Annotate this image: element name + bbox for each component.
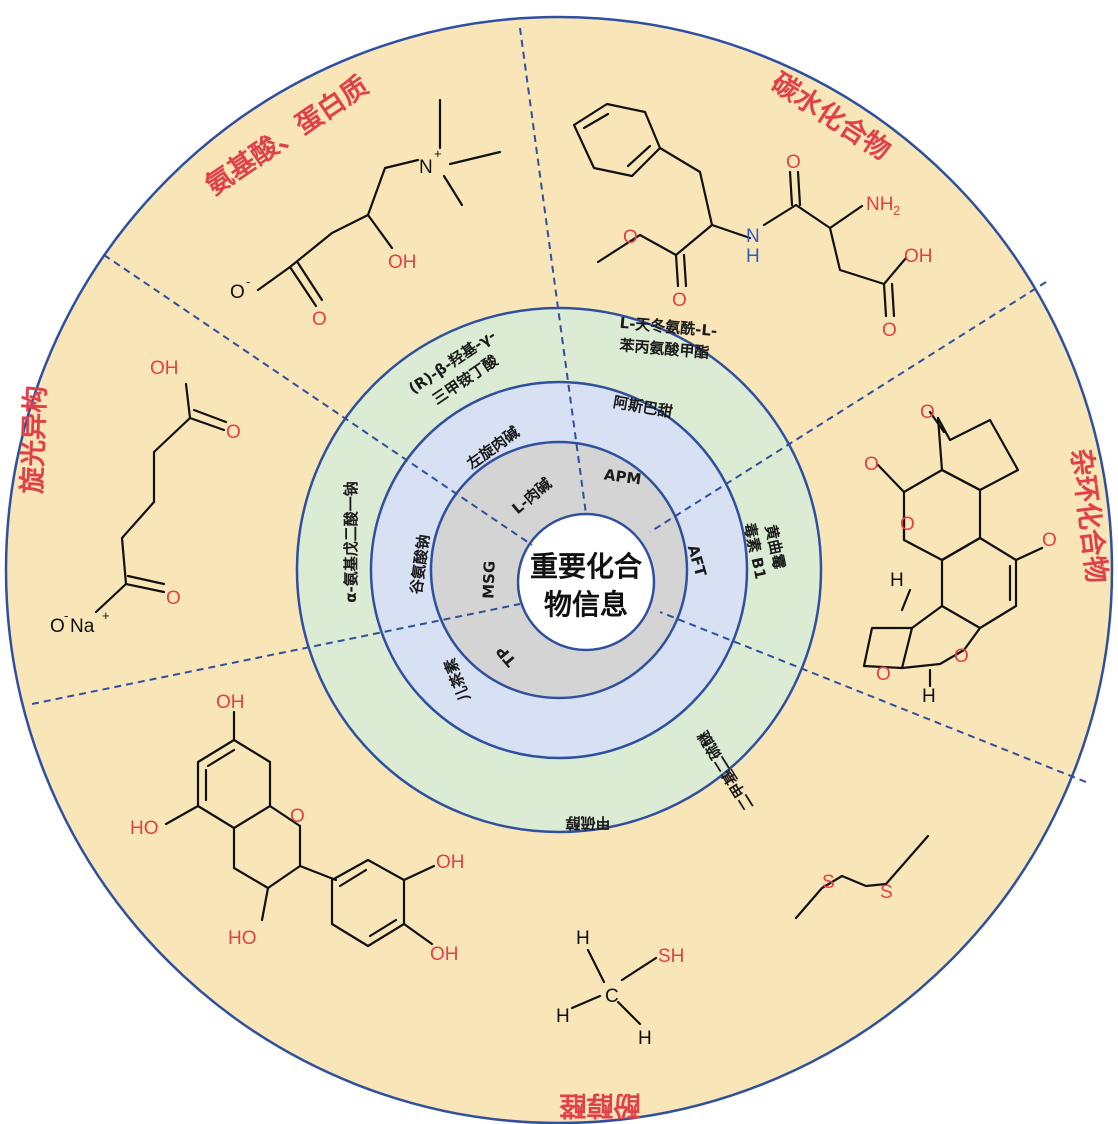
svg-text:OH: OH xyxy=(904,246,933,267)
svg-text:O: O xyxy=(920,402,935,423)
svg-text:SH: SH xyxy=(658,946,684,967)
svg-text:O: O xyxy=(876,664,891,685)
svg-text:O: O xyxy=(50,616,65,637)
svg-text:H: H xyxy=(556,1006,570,1027)
svg-text:OH: OH xyxy=(430,944,459,965)
structure-aflatoxin: O O O O H O O H xyxy=(862,402,1057,707)
fullname-methanethiol: 甲硫醇 xyxy=(565,814,610,832)
divider-line xyxy=(649,281,1047,533)
svg-text:O: O xyxy=(954,646,969,667)
svg-text:OH: OH xyxy=(150,358,179,379)
category-optical-isomer: 旋光异构 xyxy=(17,385,52,494)
structure-msg: OH O O O - Na + xyxy=(50,358,241,637)
structure-dimethyl-disulfide: S S xyxy=(794,834,930,920)
divider-line xyxy=(519,27,587,515)
structure-carnitine: O - O OH N + xyxy=(230,98,502,330)
svg-text:O: O xyxy=(226,422,241,443)
divider-line xyxy=(659,611,1087,783)
svg-text:O: O xyxy=(882,320,897,341)
svg-text:HO: HO xyxy=(228,928,257,949)
svg-text:HO: HO xyxy=(130,818,159,839)
svg-text:-: - xyxy=(246,274,250,289)
svg-text:O: O xyxy=(166,588,181,609)
svg-text:2: 2 xyxy=(893,203,900,218)
svg-text:H: H xyxy=(576,928,590,949)
divider-line xyxy=(103,254,533,546)
center-title-line1: 重要化合 xyxy=(530,550,643,583)
center-title-line2: 物信息 xyxy=(544,588,628,621)
abbr-aspartame: APM xyxy=(603,466,643,489)
abbr-msg: MSG xyxy=(479,560,498,599)
svg-text:S: S xyxy=(822,872,835,893)
structure-catechin: OH HO O HO OH OH xyxy=(130,692,465,965)
svg-text:O: O xyxy=(230,282,245,303)
svg-text:+: + xyxy=(102,608,110,623)
svg-text:O: O xyxy=(672,290,687,311)
svg-text:N: N xyxy=(746,226,760,247)
svg-text:O: O xyxy=(1042,530,1057,551)
svg-text:O: O xyxy=(864,454,879,475)
svg-text:O: O xyxy=(623,227,638,248)
svg-text:H: H xyxy=(638,1028,652,1049)
svg-text:OH: OH xyxy=(436,852,465,873)
svg-text:O: O xyxy=(290,806,305,827)
svg-text:Na: Na xyxy=(70,616,95,637)
svg-text:N: N xyxy=(419,157,433,178)
fullname-msg: α-氨基戊二酸一钠 xyxy=(342,481,360,603)
svg-text:H: H xyxy=(922,686,936,707)
category-phenol-alcohol-aldehyde: 酚醇醛 xyxy=(559,1089,641,1121)
svg-text:OH: OH xyxy=(388,252,417,273)
svg-text:+: + xyxy=(434,146,442,161)
svg-text:O: O xyxy=(786,152,801,173)
svg-text:OH: OH xyxy=(216,692,245,713)
center-disc xyxy=(516,512,656,652)
svg-text:O: O xyxy=(900,514,915,535)
svg-text:C: C xyxy=(605,986,619,1007)
structure-methanethiol: H SH C H H xyxy=(556,928,684,1049)
svg-text:H: H xyxy=(890,570,904,591)
svg-text:-: - xyxy=(64,608,68,623)
svg-text:NH: NH xyxy=(866,194,893,215)
structure-aspartame: O O N H O NH 2 OH O xyxy=(572,102,933,341)
svg-text:H: H xyxy=(746,246,760,267)
svg-text:S: S xyxy=(880,882,893,903)
svg-text:O: O xyxy=(312,309,327,330)
